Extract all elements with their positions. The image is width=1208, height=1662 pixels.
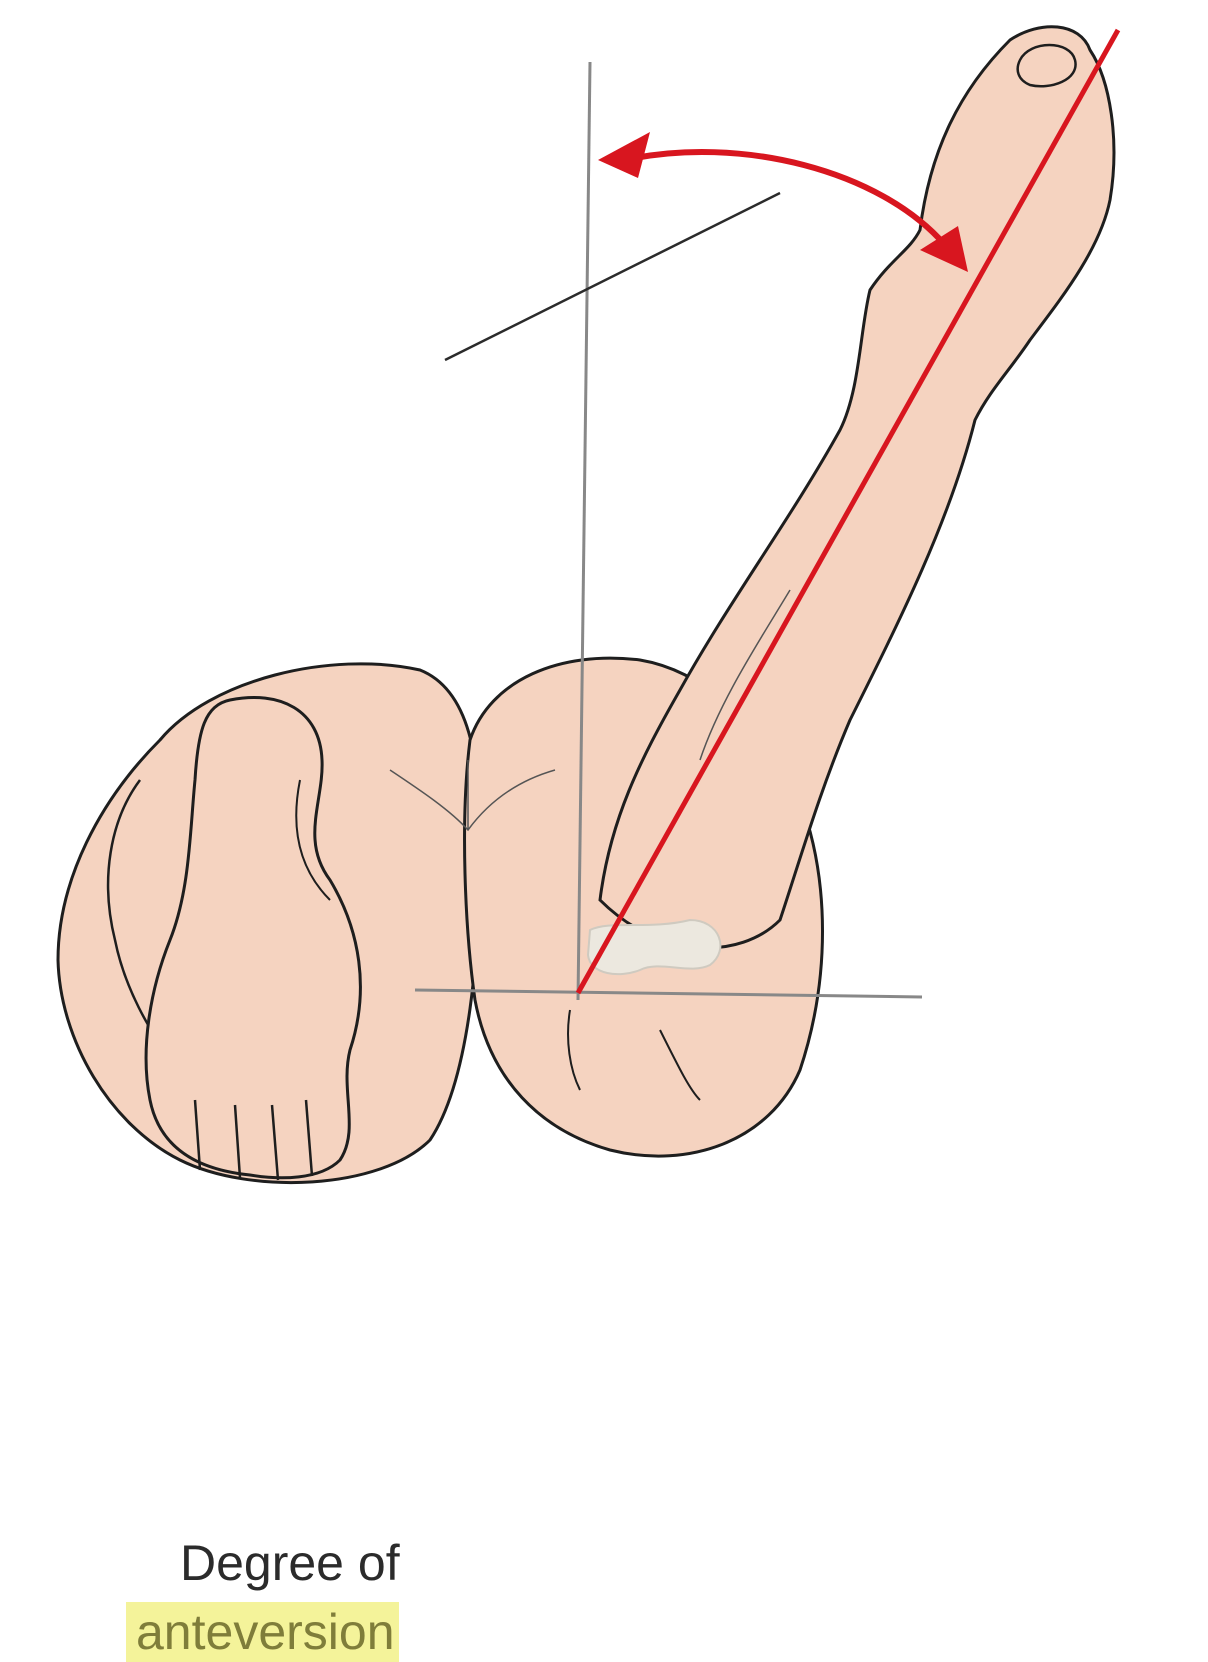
right-knee-detail: [567, 1009, 701, 1101]
left-toe-lines: [193, 1099, 314, 1181]
vertical-reference-line: [576, 61, 592, 1001]
arc-arrowhead-left: [598, 132, 650, 178]
left-leg: [56, 662, 482, 1185]
right-toe: [1016, 43, 1077, 88]
right-calf-line: [699, 589, 791, 761]
arc-arrowhead-right: [920, 226, 968, 272]
label-degree-of: Degree of: [180, 1535, 400, 1591]
left-foot-sole: [144, 696, 362, 1180]
left-heel-detail: [295, 779, 331, 901]
tibial-axis-line: [575, 28, 1121, 995]
leader-line: [444, 191, 781, 362]
anteversion-diagram: Degree of anteversion: [56, 25, 1121, 1662]
horizontal-reference-line: [414, 988, 923, 999]
label-anteversion: anteversion: [126, 1602, 399, 1662]
angle-arc: [624, 149, 948, 247]
buttock-crease: [389, 760, 556, 832]
illustration: [56, 25, 1121, 1185]
right-lower-leg: [598, 25, 1116, 950]
right-leg: [389, 25, 1116, 1158]
femur-bone: [586, 918, 722, 976]
